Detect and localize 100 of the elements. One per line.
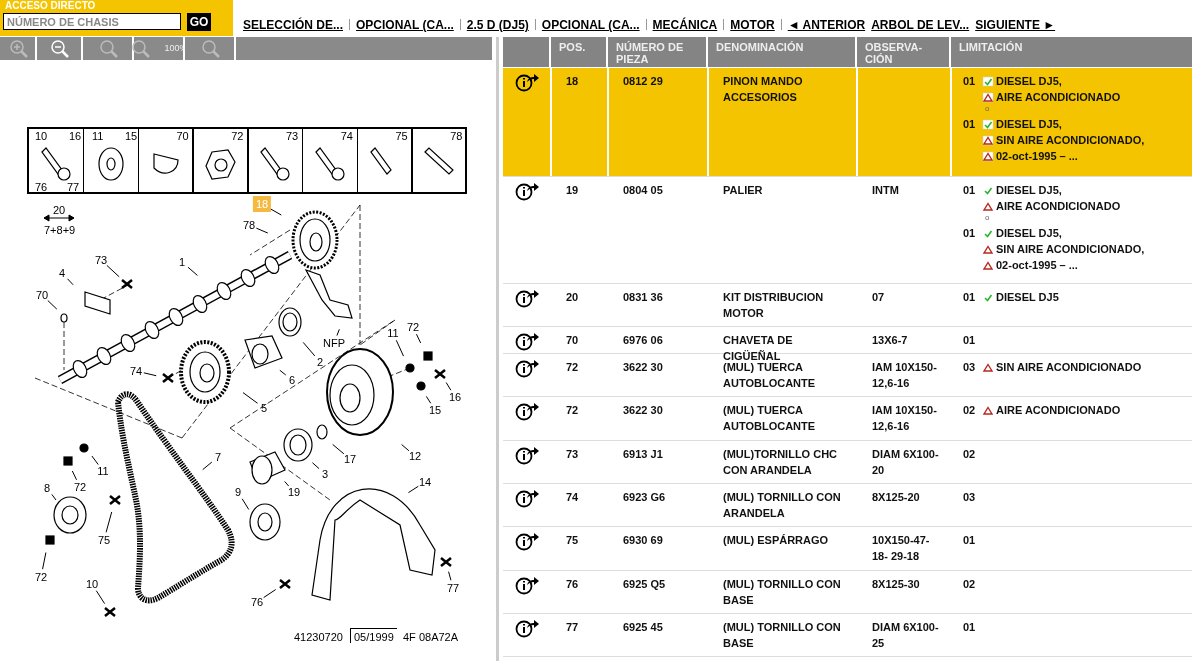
part-number: 6976 06	[623, 333, 664, 348]
leader-line	[336, 328, 340, 337]
limitation-text: DIESEL DJ5,	[996, 74, 1062, 89]
part-number: 76	[35, 181, 48, 193]
callout-number: 70	[35, 289, 49, 301]
quantity: 01	[963, 533, 976, 548]
part-number: 3622 30	[623, 403, 664, 418]
callout-number: 72	[73, 481, 87, 493]
leader-line	[106, 264, 120, 278]
quantity: 01	[963, 74, 976, 89]
part-observation: DIAM 6X100-20	[872, 447, 940, 478]
limitation-header: LIMITACIÓN	[958, 40, 1024, 55]
separator-text: o	[985, 213, 990, 222]
quantity: 01	[963, 226, 976, 241]
breadcrumb-link: OPCIONAL (CA...	[541, 18, 640, 32]
part-description: (MUL) TORNILLO CON BASE	[723, 620, 842, 651]
part-number: 73	[286, 130, 299, 142]
part-number: 74	[340, 130, 353, 142]
part-number: 6930 69	[623, 533, 664, 548]
position-number: 20	[566, 290, 580, 305]
callout-number: 72	[34, 571, 48, 583]
part-observation: 13X6-7	[872, 333, 909, 348]
leader-line	[42, 552, 47, 570]
breadcrumb-link: SELECCIÓN DE...	[243, 18, 343, 32]
chassis-number-field: NÚMERO DE CHASIS	[3, 13, 181, 30]
description-header: DENOMINACIÓN	[715, 40, 805, 55]
part-observation: 07	[872, 290, 886, 305]
limitation-text: DIESEL DJ5,	[996, 183, 1062, 198]
part-observation: DIAM 6X100-25	[872, 620, 940, 651]
part-description: (MUL) TUERCA AUTOBLOCANTE	[723, 403, 817, 434]
part-number: 78	[450, 130, 463, 142]
limitation-text: AIRE ACONDICIONADO	[996, 403, 1121, 418]
leader-line	[91, 455, 99, 466]
callout-number: 15	[428, 404, 442, 416]
quantity: 02	[963, 403, 976, 418]
part-observation: IAM 10X150- 12,6-16	[872, 403, 938, 434]
part-number: 0831 36	[623, 290, 664, 305]
leader-line	[415, 333, 422, 344]
position-number: 72	[566, 403, 580, 418]
leader-line	[279, 369, 287, 376]
part-number: 3622 30	[623, 360, 664, 375]
callout-number: 2	[316, 356, 324, 368]
leader-line	[448, 571, 452, 581]
part-number: 0804 05	[623, 183, 664, 198]
observation-header: OBSERVA- CIÓN	[864, 40, 924, 67]
part-number: 11	[92, 130, 104, 142]
callout-number: 1	[178, 256, 186, 268]
leader-line	[105, 511, 113, 533]
callout-number: 7	[214, 451, 222, 463]
previous-link: ◄ ANTERIOR	[787, 18, 866, 32]
separator-text: o	[985, 104, 990, 113]
quantity: 01	[963, 117, 976, 132]
part-description: PINON MANDO ACCESORIOS	[723, 74, 804, 105]
position-number: 19	[566, 183, 580, 198]
page-title: ACCESO DIRECTO	[5, 0, 96, 11]
quantity: 01	[963, 620, 976, 635]
quantity: 01	[963, 290, 976, 305]
go-button: GO	[187, 13, 211, 31]
breadcrumb-link: MECÁNICA	[652, 18, 718, 32]
limitation-text: AIRE ACONDICIONADO	[996, 90, 1121, 105]
leader-line	[302, 341, 316, 357]
limitation-text: SIN AIRE ACONDICIONADO,	[996, 242, 1145, 257]
callout-number: 75	[97, 534, 111, 546]
limitation-text: DIESEL DJ5,	[996, 117, 1062, 132]
callout-number: 72	[406, 321, 420, 333]
limitation-text: AIRE ACONDICIONADO	[996, 199, 1121, 214]
leader-line	[311, 462, 320, 470]
part-observation: INTM	[872, 183, 900, 198]
breadcrumb-link: OPCIONAL (CA...	[356, 18, 454, 32]
limitation-text: DIESEL DJ5,	[996, 226, 1062, 241]
part-number: 77	[67, 181, 80, 193]
part-number: 75	[395, 130, 408, 142]
leader-line	[332, 443, 345, 455]
leader-line	[395, 339, 404, 357]
drawing-reference: 4F 08A72A	[403, 631, 459, 643]
callout-number: 17	[343, 453, 357, 465]
callout-number: 14	[418, 476, 432, 488]
callout-number: 74	[129, 365, 143, 377]
next-link: SIGUIENTE ►	[975, 18, 1056, 32]
leader-line	[242, 392, 259, 404]
position-number: 73	[566, 447, 580, 462]
callout-number: 76	[250, 596, 264, 608]
quantity: 03	[963, 360, 976, 375]
position-number: 18	[566, 74, 580, 89]
part-description: (MUL) TORNILLO CON BASE	[723, 577, 842, 608]
breadcrumb-link: 2.5 D (DJ5)	[466, 18, 529, 32]
part-number-header: NÚMERO DE PIEZA	[615, 40, 685, 67]
kit-contents-label: 7+8+9	[44, 224, 76, 236]
leader-line	[95, 590, 106, 605]
part-observation: IAM 10X150- 12,6-16	[872, 360, 938, 391]
part-description: (MUL) ESPÁRRAGO	[723, 533, 830, 548]
part-number: 72	[231, 130, 244, 142]
callout-number: 18	[252, 196, 272, 212]
position-number: 72	[566, 360, 580, 375]
position-number: 74	[566, 490, 580, 505]
leader-line	[202, 461, 213, 471]
part-number: 0812 29	[623, 74, 664, 89]
part-number: 16	[69, 130, 82, 142]
position-number: 76	[566, 577, 580, 592]
part-description: CHAVETA DE CIGÜEÑAL	[723, 333, 794, 363]
